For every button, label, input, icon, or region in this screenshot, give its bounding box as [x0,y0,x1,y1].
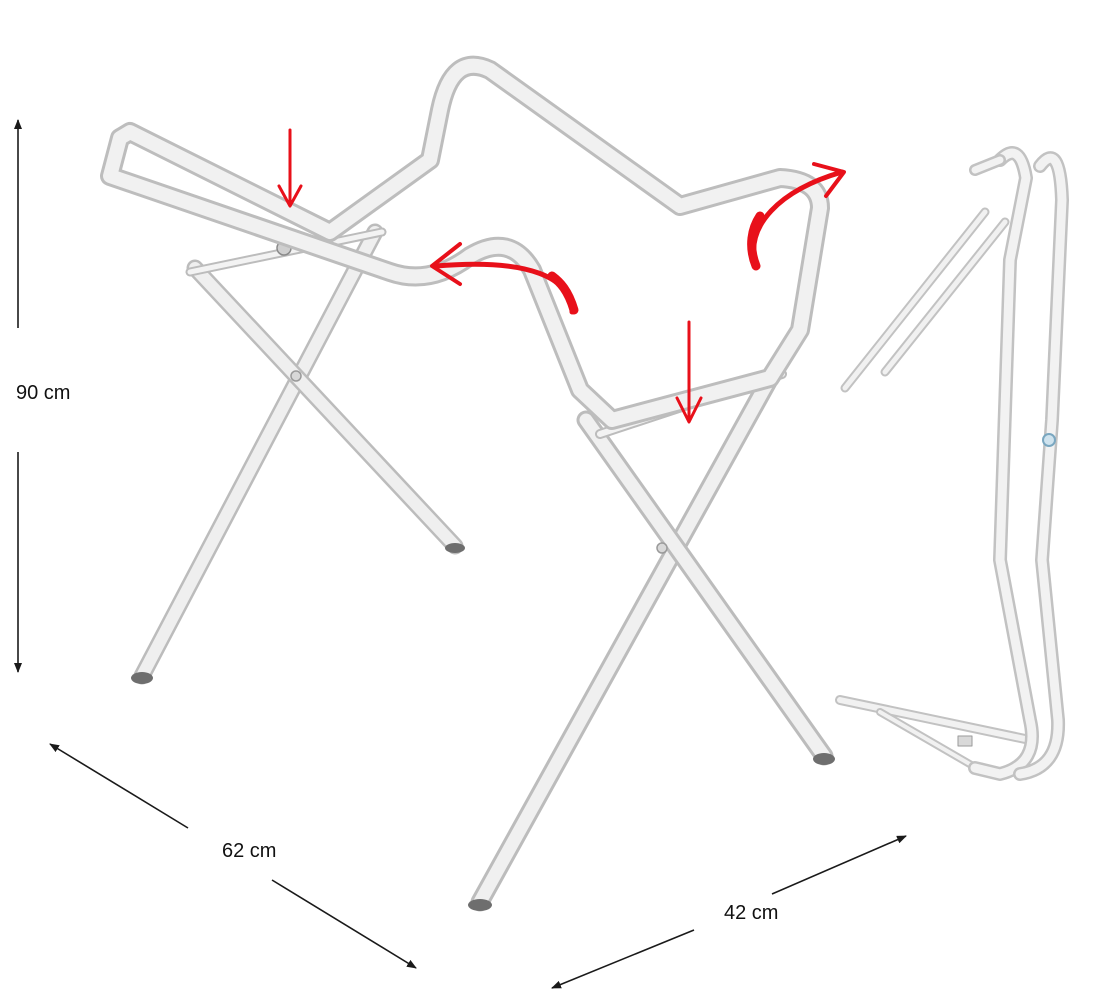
width-dimension-line-left [49,743,189,829]
height-dimension-label: 90 cm [14,382,73,405]
foot-back-left [131,672,153,684]
instruction-arrows [277,128,846,424]
width-dimension-label: 62 cm [220,840,279,863]
back-pivot-bolt [290,370,302,382]
arrow-down-front [675,320,703,424]
depth-dimension-label: 42 cm [722,902,781,925]
assembled-stand [100,55,835,912]
depth-dimension-line-left [551,929,695,989]
foot-back-right [445,543,465,553]
arrow-down-back [277,128,303,208]
folded-logo-badge-icon [1042,433,1056,447]
folded-leg-upper-b [880,217,1010,377]
top-frame [100,55,830,430]
front-leg-right [576,410,834,766]
back-leg-right [186,259,464,555]
depth-dimension-line-right [771,835,907,895]
folded-leg-lower [835,695,1035,774]
folded-stand [835,146,1069,781]
folded-hinge-clip [957,735,973,747]
width-dimension-line-right [271,879,417,969]
front-pivot-bolt [656,542,668,554]
arrow-curve-right [747,162,846,271]
folded-leg-upper-a [840,207,990,393]
front-leg-left [470,368,780,912]
folded-frame-top [969,154,1006,176]
foot-front-left [468,899,492,911]
folded-frame-back [968,146,1039,781]
arrow-curve-left [430,242,579,315]
back-leg-left [133,223,384,685]
dimension-lines [14,119,907,989]
foot-front-right [813,753,835,765]
folded-frame-front [1013,151,1069,781]
